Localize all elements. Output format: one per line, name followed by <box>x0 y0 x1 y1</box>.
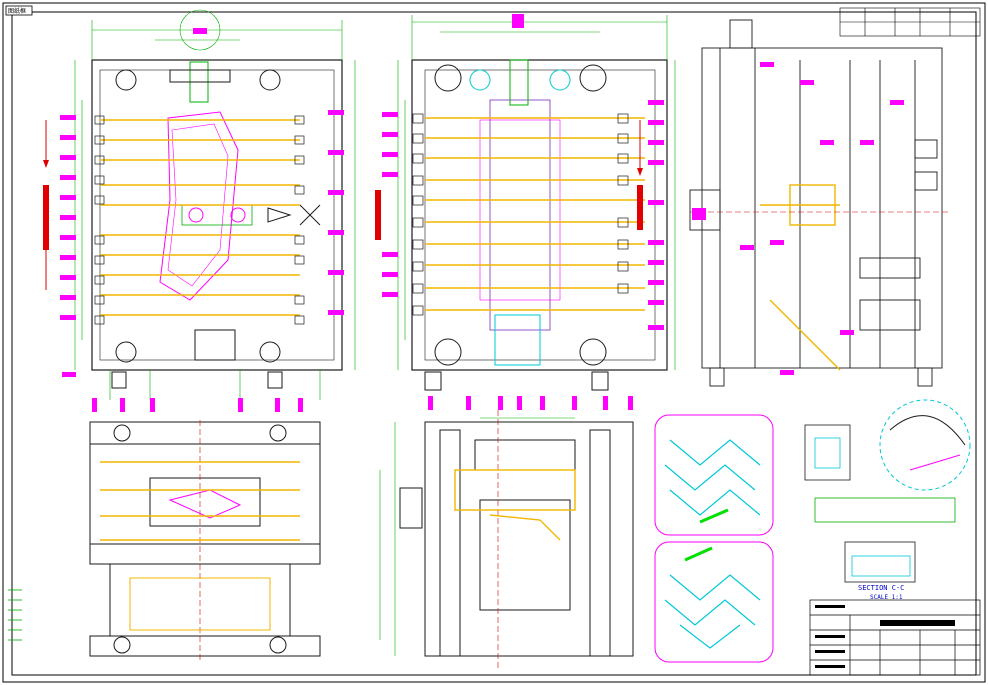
cooling-circuit-b <box>654 541 774 663</box>
cavity-cooling-lines <box>425 117 645 311</box>
side-section-details <box>760 184 841 371</box>
core-half-plan-view <box>91 59 343 389</box>
sheet-tag: 图纸框 <box>8 7 26 15</box>
left-scale-strip <box>8 589 22 641</box>
sheet-tag-box <box>5 5 33 16</box>
side-section-view <box>689 19 943 387</box>
core-fasteners <box>94 115 305 325</box>
section-scale: SCALE 1:1 <box>870 594 903 601</box>
core-callout-tags <box>60 28 344 412</box>
cavity-fasteners <box>412 113 629 316</box>
side-callout-tags <box>692 62 904 375</box>
cavity-half-plan-view <box>411 59 668 391</box>
cooling-circuit-a <box>654 414 774 536</box>
title-block-bars <box>815 605 955 668</box>
core-parting-markers <box>43 120 49 290</box>
detail-view-a <box>804 424 956 583</box>
cross-section-dimensions <box>379 417 575 656</box>
core-cooling-lines <box>100 119 300 316</box>
cross-section-view <box>399 410 634 670</box>
section-label: SECTION C-C <box>858 584 904 592</box>
front-cooling-lines <box>100 461 300 541</box>
cavity-callout-tags <box>382 14 664 410</box>
sheet-border <box>11 11 977 676</box>
cavity-dimension-lines <box>397 15 676 370</box>
cross-section-details <box>454 469 576 541</box>
cavity-parting-markers <box>375 120 643 240</box>
revision-table <box>839 7 981 37</box>
title-block <box>809 599 981 676</box>
front-elevation-view <box>89 420 321 660</box>
detail-circle-b <box>879 399 971 491</box>
